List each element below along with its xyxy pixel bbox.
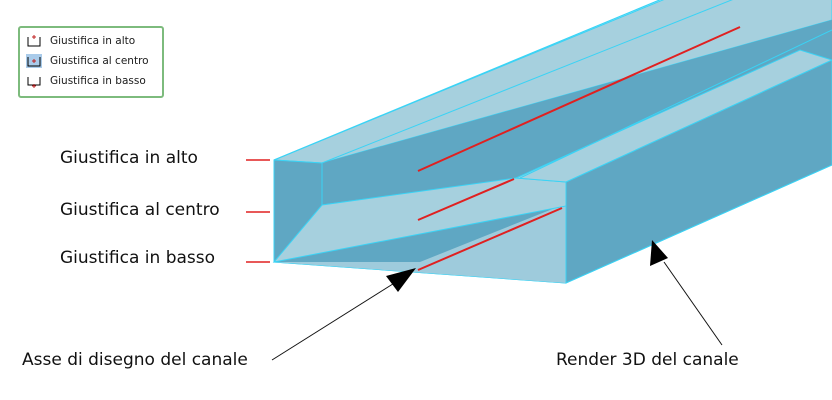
label-render: Render 3D del canale bbox=[556, 350, 739, 370]
menu-item-justify-bottom[interactable]: Giustifica in basso bbox=[23, 71, 159, 91]
menu-item-label: Giustifica in basso bbox=[50, 75, 146, 87]
menu-item-label: Giustifica al centro bbox=[50, 55, 149, 67]
label-justify-bottom: Giustifica in basso bbox=[60, 248, 216, 268]
justify-bottom-icon bbox=[27, 77, 41, 88]
axis-line-bottom bbox=[417, 207, 563, 271]
menu-item-justify-center[interactable]: Giustifica al centro bbox=[23, 51, 159, 71]
axis-line-center bbox=[417, 178, 515, 221]
menu-item-label: Giustifica in alto bbox=[50, 35, 136, 47]
axis-callout-arrowhead bbox=[386, 268, 416, 292]
axis-callout-line bbox=[271, 281, 397, 361]
channel-top-edge bbox=[273, 0, 662, 161]
channel-inner-floor bbox=[274, 206, 566, 283]
render-callout-line bbox=[663, 261, 723, 346]
menu-item-justify-top[interactable]: Giustifica in alto bbox=[23, 31, 159, 51]
channel-edge-3 bbox=[519, 29, 832, 179]
justify-center-icon bbox=[26, 54, 42, 68]
render-callout-arrowhead bbox=[650, 240, 668, 266]
justify-top-icon bbox=[27, 35, 41, 47]
channel-inner-wall bbox=[320, 20, 832, 205]
justify-menu: Giustifica in alto Giustifica al centro … bbox=[18, 26, 164, 98]
channel-edge-2 bbox=[321, 0, 733, 164]
axis-line-top bbox=[417, 26, 741, 172]
label-justify-center: Giustifica al centro bbox=[60, 200, 220, 220]
label-justify-top: Giustifica in alto bbox=[60, 148, 198, 168]
label-axis: Asse di disegno del canale bbox=[22, 350, 248, 370]
channel-right-wall-top bbox=[515, 49, 832, 183]
